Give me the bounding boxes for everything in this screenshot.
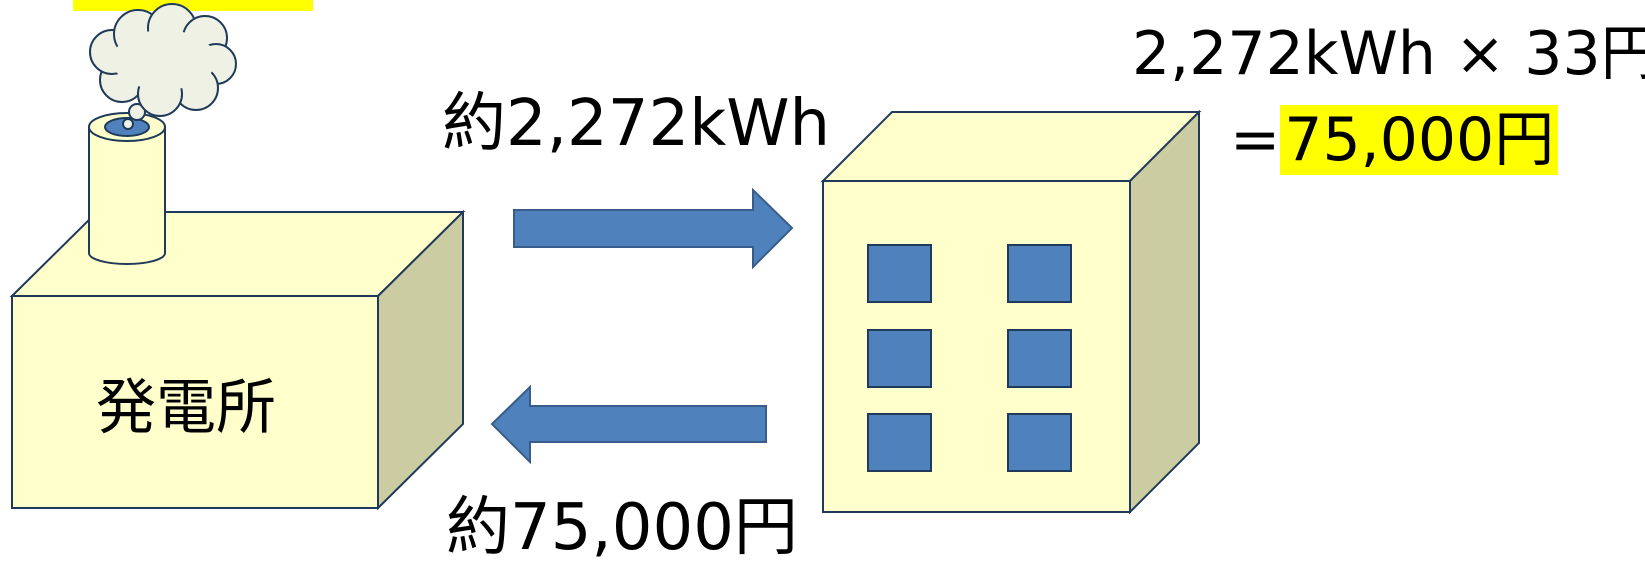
top-highlight-bar xyxy=(73,0,313,11)
building-icon xyxy=(820,109,1202,515)
building-window xyxy=(1007,413,1072,472)
payment-flow-arrow xyxy=(490,384,767,465)
building-window xyxy=(1007,244,1072,303)
power-plant-label: 発電所 xyxy=(96,373,276,443)
building-window xyxy=(867,329,932,388)
building-window xyxy=(1007,329,1072,388)
smoke-cloud-icon xyxy=(89,3,237,121)
building-windows xyxy=(867,244,1072,472)
building-side-face xyxy=(1129,109,1200,515)
power-plant-front-face xyxy=(11,295,379,509)
building-window xyxy=(867,413,932,472)
energy-amount-label: 約2,272kWh xyxy=(442,87,831,161)
cost-amount-label: 約75,000円 xyxy=(446,491,798,565)
chimney-icon xyxy=(88,112,166,265)
energy-flow-arrow xyxy=(513,187,794,270)
calculation-result: =75,000円 xyxy=(1230,105,1559,175)
result-equals-sign: = xyxy=(1230,105,1281,175)
calculation-formula: 2,272kWh × 33円 xyxy=(1132,19,1645,89)
building-window xyxy=(867,244,932,303)
power-plant-box xyxy=(9,209,466,511)
result-value-highlight: 75,000円 xyxy=(1280,105,1559,175)
